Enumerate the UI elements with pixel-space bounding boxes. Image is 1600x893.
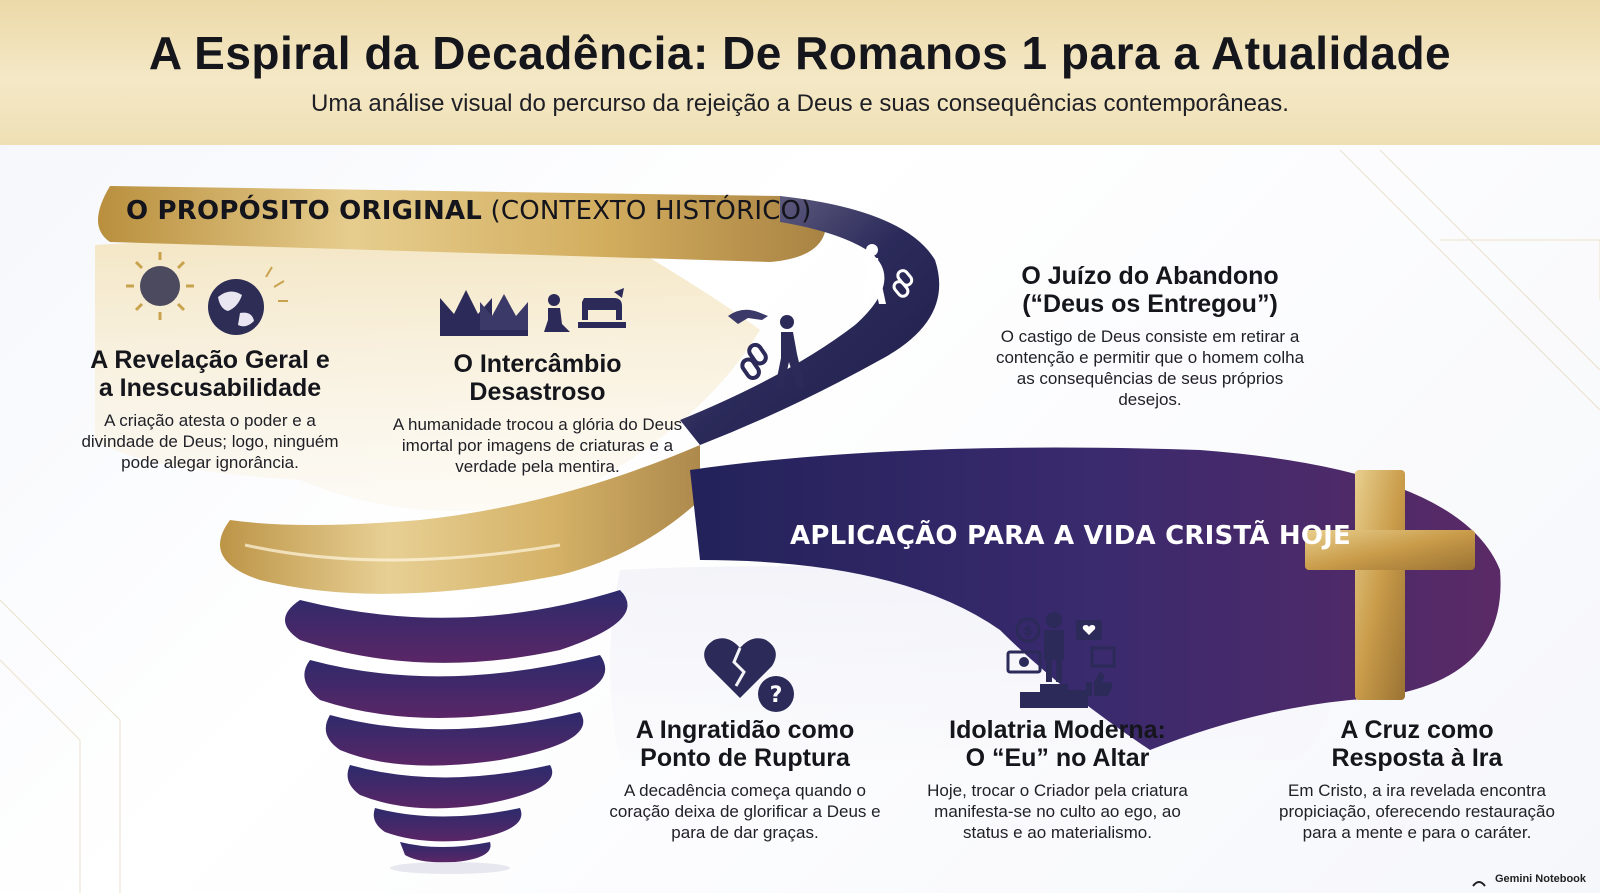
card-text: Hoje, trocar o Criador pela criatura man…: [927, 781, 1188, 842]
card-title: A Cruz como Resposta à Ira: [1262, 716, 1572, 772]
globe-icon: [208, 266, 288, 335]
gold-ribbon: [98, 186, 826, 262]
card-idolatria-moderna: Idolatria Moderna: O “Eu” no Altar Hoje,…: [915, 716, 1200, 843]
card-text: A decadência começa quando o coração dei…: [609, 781, 881, 842]
svg-text:$: $: [1023, 624, 1032, 639]
walking-away-icon: [775, 315, 805, 388]
header-banner: A Espiral da Decadência: De Romanos 1 pa…: [0, 0, 1600, 145]
broken-heart-icon: [704, 638, 776, 698]
card-revelacao-geral: A Revelação Geral e a Inescusabilidade A…: [70, 346, 350, 473]
card-title-line2: Resposta à Ira: [1331, 744, 1503, 772]
card-title-line1: O Intercâmbio: [453, 350, 622, 378]
svg-text:?: ?: [770, 683, 783, 708]
kneeling-person-icon: [544, 294, 570, 332]
tornado-spiral: [285, 590, 628, 874]
card-text: A criação atesta o poder e a divindade d…: [81, 411, 339, 472]
card-ingratidao: A Ingratidão como Ponto de Ruptura A dec…: [605, 716, 885, 843]
like-icon: [1086, 672, 1113, 696]
brand-label: Gemini Notebook: [1494, 873, 1586, 885]
calf-idol-icon: [578, 288, 626, 328]
card-title-line2: (“Deus os Entregou”): [1022, 290, 1278, 318]
card-juizo-abandono: O Juízo do Abandono (“Deus os Entregou”)…: [995, 262, 1305, 410]
card-title-line1: O Juízo do Abandono: [1021, 262, 1279, 290]
releasing-hand-icon: [728, 309, 768, 324]
navy-ribbon-upper: [680, 196, 940, 445]
card-title-line2: O “Eu” no Altar: [965, 744, 1150, 772]
person-on-podium-icon: [1020, 612, 1088, 708]
sun-icon: [126, 252, 194, 320]
decorative-lines: [0, 149, 1600, 893]
card-title-line1: Idolatria Moderna:: [949, 716, 1166, 744]
broken-chain-icon: [740, 342, 768, 381]
application-band: [690, 447, 1501, 750]
card-title: O Intercâmbio Desastroso: [385, 350, 690, 406]
walking-figure-icon: [862, 244, 886, 304]
gold-loop: [220, 445, 700, 594]
section-label-original: O PROPÓSITO ORIGINAL (CONTEXTO HISTÓRICO…: [126, 196, 812, 226]
page-title: A Espiral da Decadência: De Romanos 1 pa…: [148, 27, 1452, 79]
question-icon: ?: [758, 676, 794, 712]
chain-icon: [892, 269, 914, 298]
section-label-original-bold: O PROPÓSITO ORIGINAL: [126, 196, 483, 226]
card-title: O Juízo do Abandono (“Deus os Entregou”): [995, 262, 1305, 318]
dollar-icon: $: [1015, 617, 1041, 643]
card-title-line2: a Inescusabilidade: [98, 374, 322, 402]
crown-icon: [440, 290, 528, 336]
brand-mark-icon: [1472, 881, 1486, 887]
card-title: A Ingratidão como Ponto de Ruptura: [605, 716, 885, 772]
card-title-line1: A Cruz como: [1340, 716, 1494, 744]
card-text: Em Cristo, a ira revelada encontra propi…: [1279, 781, 1555, 842]
section-label-original-rest: (CONTEXTO HISTÓRICO): [482, 196, 812, 226]
card-text: A humanidade trocou a glória do Deus imo…: [392, 415, 683, 476]
card-title: Idolatria Moderna: O “Eu” no Altar: [915, 716, 1200, 772]
section-label-application: APLICAÇÃO PARA A VIDA CRISTÃ HOJE: [790, 521, 1351, 551]
card-title-line2: Desastroso: [469, 378, 606, 406]
image-icon: [1090, 646, 1116, 668]
chat-heart-icon: [1076, 620, 1102, 640]
page-subtitle: Uma análise visual do percurso da rejeiç…: [311, 90, 1289, 117]
card-cruz-resposta: A Cruz como Resposta à Ira Em Cristo, a …: [1262, 716, 1572, 843]
card-title-line2: Ponto de Ruptura: [640, 744, 850, 772]
card-title-line1: A Revelação Geral e: [90, 346, 330, 374]
card-title: A Revelação Geral e a Inescusabilidade: [70, 346, 350, 402]
cross-icon: [1305, 470, 1475, 700]
card-text: O castigo de Deus consiste em retirar a …: [995, 327, 1305, 409]
card-title-line1: A Ingratidão como: [635, 716, 855, 744]
card-intercambio: O Intercâmbio Desastroso A humanidade tr…: [385, 350, 690, 477]
money-icon: [1006, 650, 1042, 674]
